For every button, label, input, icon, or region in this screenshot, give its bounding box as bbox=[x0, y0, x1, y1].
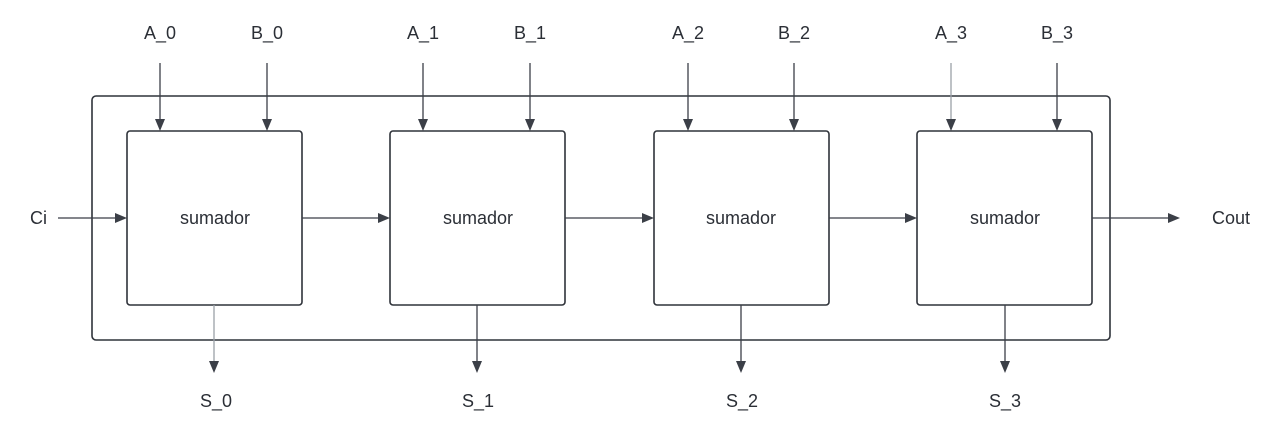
input-a-label-2: A_2 bbox=[672, 23, 704, 44]
input-a-arrowhead-2 bbox=[683, 119, 693, 131]
sum-output-label-1: S_1 bbox=[462, 391, 494, 412]
sum-output-label-3: S_3 bbox=[989, 391, 1021, 412]
carry-arrowhead-0-1 bbox=[378, 213, 390, 223]
carry-in-label: Ci bbox=[30, 208, 47, 228]
sum-output-label-2: S_2 bbox=[726, 391, 758, 412]
adder-label-3: sumador bbox=[970, 208, 1040, 228]
adder-label-1: sumador bbox=[443, 208, 513, 228]
sum-output-arrowhead-1 bbox=[472, 361, 482, 373]
input-b-arrowhead-3 bbox=[1052, 119, 1062, 131]
input-b-label-1: B_1 bbox=[514, 23, 546, 44]
input-a-arrowhead-1 bbox=[418, 119, 428, 131]
sum-output-label-0: S_0 bbox=[200, 391, 232, 412]
input-b-arrowhead-0 bbox=[262, 119, 272, 131]
input-a-label-1: A_1 bbox=[407, 23, 439, 44]
input-a-arrowhead-3 bbox=[946, 119, 956, 131]
carry-in-arrowhead bbox=[115, 213, 127, 223]
adder-block-3: sumador A_3 B_3 S_3 bbox=[916, 23, 1093, 412]
adder-label-2: sumador bbox=[706, 208, 776, 228]
carry-arrowhead-2-3 bbox=[905, 213, 917, 223]
adder-label-0: sumador bbox=[180, 208, 250, 228]
input-a-label-3: A_3 bbox=[935, 23, 967, 44]
adder-block-1: sumador A_1 B_1 S_1 bbox=[389, 23, 566, 412]
input-b-arrowhead-2 bbox=[789, 119, 799, 131]
input-b-label-3: B_3 bbox=[1041, 23, 1073, 44]
input-b-label-2: B_2 bbox=[778, 23, 810, 44]
sum-output-arrowhead-3 bbox=[1000, 361, 1010, 373]
adder-block-2: sumador A_2 B_2 S_2 bbox=[653, 23, 830, 412]
input-a-label-0: A_0 bbox=[144, 23, 176, 44]
sum-output-arrowhead-0 bbox=[209, 361, 219, 373]
input-b-label-0: B_0 bbox=[251, 23, 283, 44]
adder-block-0: sumador A_0 B_0 S_0 bbox=[126, 23, 303, 412]
carry-arrowhead-1-2 bbox=[642, 213, 654, 223]
input-b-arrowhead-1 bbox=[525, 119, 535, 131]
sum-output-arrowhead-2 bbox=[736, 361, 746, 373]
carry-out-arrowhead bbox=[1168, 213, 1180, 223]
input-a-arrowhead-0 bbox=[155, 119, 165, 131]
carry-out-label: Cout bbox=[1212, 208, 1250, 228]
